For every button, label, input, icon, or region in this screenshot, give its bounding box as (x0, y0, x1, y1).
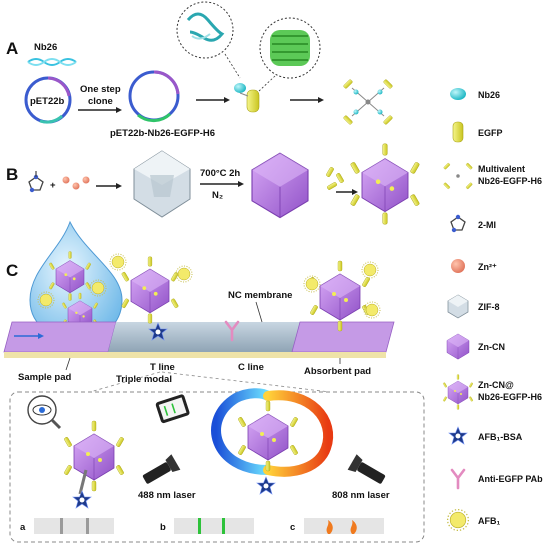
legend-label-4: Zn²⁺ (478, 262, 497, 272)
plasmid-product (128, 70, 180, 123)
legend-icon-antibody (450, 468, 466, 490)
legend-icon-zn (451, 259, 465, 273)
svg-text:+: + (50, 180, 56, 191)
zn-cn-detail-a (64, 421, 124, 491)
triple-modal-label: Triple modal (116, 374, 172, 385)
step-label-2: clone (88, 96, 113, 107)
legend-label-3: 2-MI (478, 220, 496, 230)
laser-808-label: 808 nm laser (332, 490, 390, 501)
legend-icon-egfp (452, 121, 464, 143)
legend: Nb26 EGFP Multivalent Nb26-EGFP-H6 2-MI … (443, 88, 543, 532)
legend-label-6: Zn-CN (478, 342, 505, 352)
legend-label-2: Multivalent (478, 164, 525, 174)
condition-gas: N₂ (212, 190, 223, 201)
legend-icon-afb1 (446, 508, 470, 532)
condition-temp: 700°C 2h (200, 168, 240, 179)
legend-label-7: Zn-CN@ (478, 380, 514, 390)
legend-label-7b: Nb26-EGFP-H6 (478, 392, 542, 402)
panel-label-a: A (6, 39, 18, 58)
zn-cn-conjugate-b (350, 144, 420, 225)
lateral-flow-strip (3, 321, 395, 358)
plasmid-label: pET22b (30, 96, 65, 107)
zn-cn-conjugate-absorbent (310, 261, 370, 331)
legend-label-2b: Nb26-EGFP-H6 (478, 176, 542, 186)
panel-label-c: C (6, 261, 18, 280)
clusters-small (325, 166, 345, 191)
nb26-gene-label: Nb26 (34, 42, 57, 53)
legend-icon-nb26 (450, 88, 466, 100)
legend-label-5: ZIF-8 (478, 302, 500, 312)
zn-ions (62, 176, 90, 190)
legend-label-10: AFB₁ (478, 516, 500, 526)
fire-ring (211, 388, 334, 477)
legend-icon-2mi (450, 214, 466, 233)
zn-cn-detail-center (238, 401, 298, 471)
legend-label-1: EGFP (478, 128, 503, 138)
egfp-structure-zoom (259, 17, 321, 79)
legend-icon-zif8 (447, 294, 469, 319)
step-label-1: One step (80, 84, 121, 95)
zif-8-crystal (133, 150, 191, 218)
2-mi-molecule (28, 171, 44, 193)
zn-cn-conjugate-strip (121, 257, 178, 324)
legend-label-8: AFB₁-BSA (478, 432, 523, 442)
zn-cn-crystal (251, 152, 309, 219)
readout-strip-b (174, 518, 254, 534)
legend-label-0: Nb26 (478, 90, 500, 100)
smartphone-icon (155, 394, 190, 424)
nc-membrane-label: NC membrane (228, 290, 292, 301)
plasmid-pet22b (24, 76, 72, 124)
mode-a-label: a (20, 522, 26, 533)
c-line-label: C line (238, 362, 264, 373)
readout-strip-a (34, 518, 114, 534)
readout-strip-c (304, 518, 384, 534)
laser-488-label: 488 nm laser (138, 490, 196, 501)
absorbent-pad-label: Absorbent pad (304, 366, 371, 377)
nb26-structure-zoom (176, 1, 234, 59)
product-label: pET22b-Nb26-EGFP-H6 (110, 128, 215, 139)
eye-icon (27, 395, 62, 430)
multivalent-cluster (342, 78, 394, 126)
dna-helix-icon (27, 58, 77, 66)
legend-icon-zncn (446, 333, 470, 360)
mode-b-label: b (160, 522, 166, 533)
detail-box (9, 391, 425, 543)
laser-488-icon (142, 454, 181, 484)
panel-label-b: B (6, 165, 18, 184)
legend-icon-multivalent (443, 162, 473, 190)
laser-808-icon (347, 454, 386, 484)
t-line-label: T line (150, 362, 175, 373)
sample-pad-label: Sample pad (18, 372, 72, 383)
nb26-egfp-fusion (234, 83, 260, 113)
legend-icon-afb1-bsa (448, 426, 468, 445)
legend-label-9: Anti-EGFP PAb (478, 474, 543, 484)
legend-icon-conjugate (443, 375, 473, 410)
mode-c-label: c (290, 522, 295, 533)
